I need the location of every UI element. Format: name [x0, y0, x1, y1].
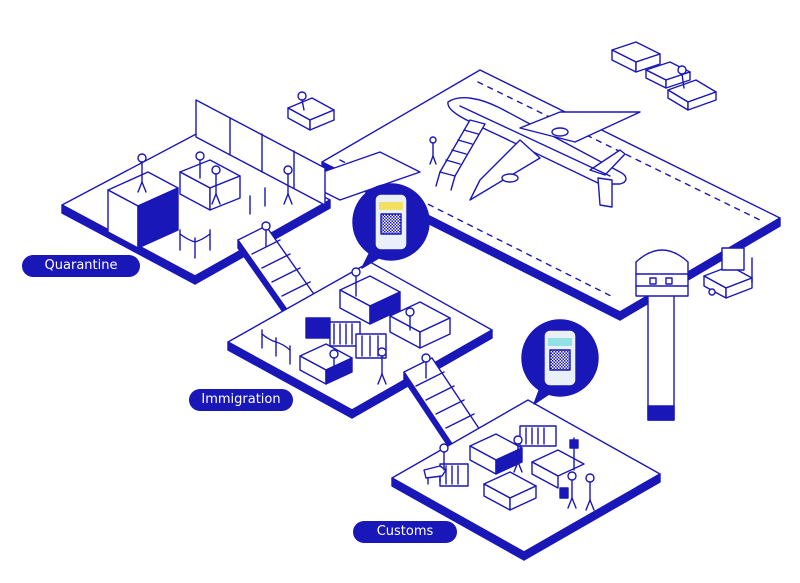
- boarding-stairs: [435, 119, 486, 191]
- customs-platform: [391, 399, 661, 561]
- person-icon: [137, 153, 147, 193]
- person-icon: [329, 349, 339, 375]
- person-icon: [559, 471, 577, 509]
- dog-icon: [423, 465, 447, 485]
- zone-pill-bg: [189, 389, 293, 411]
- person-icon: [261, 221, 271, 247]
- baggage-cart-icon: [611, 41, 691, 89]
- person-icon: [421, 353, 431, 379]
- forklift-icon: [703, 247, 753, 299]
- zone-label-customs: Customs: [376, 524, 434, 539]
- luggage-tug-icon: [667, 65, 717, 111]
- person-icon: [377, 347, 387, 385]
- escalator-icon: [403, 357, 481, 453]
- zone-label-immigration: Immigration: [201, 392, 281, 407]
- qr-phone-icon: [352, 183, 430, 269]
- zone-pill-bg: [22, 255, 140, 277]
- person-icon: [211, 165, 221, 205]
- person-icon: [283, 165, 293, 205]
- control-tower-icon: [635, 249, 689, 421]
- person-icon: [351, 267, 361, 297]
- person-icon: [439, 443, 449, 471]
- immigration-platform: [227, 261, 493, 419]
- person-icon: [405, 307, 415, 331]
- zone-label-quarantine: Quarantine: [44, 258, 118, 273]
- zone-pill-bg: [353, 521, 457, 543]
- person-icon: [513, 435, 523, 473]
- airplane-icon: [447, 97, 641, 208]
- person-icon: [429, 136, 437, 165]
- luggage-tug-icon: [287, 91, 335, 131]
- person-icon: [585, 473, 595, 511]
- qr-phone-icon: [521, 319, 599, 405]
- person-icon: [195, 151, 205, 179]
